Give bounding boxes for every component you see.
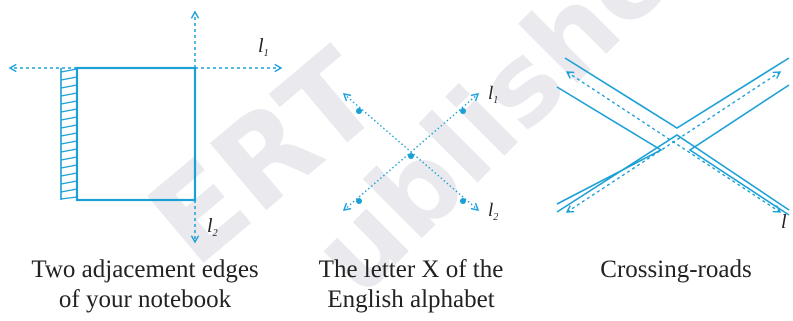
caption-crossing-roads: Crossing-roads	[580, 255, 772, 285]
caption-letter-x-line-1: The letter X of the	[318, 256, 504, 283]
caption-notebook: Two adjacement edges of your notebook	[0, 255, 290, 315]
road-centre-line-2	[565, 71, 782, 213]
notebook-figure	[8, 10, 283, 244]
crossing-roads-label-l: l	[781, 211, 787, 233]
road-edge-right	[688, 84, 790, 216]
notebook-outline	[75, 66, 197, 202]
crossing-roads-figure	[556, 57, 790, 216]
caption-letter-x: The letter X of the English alphabet	[300, 255, 522, 315]
letter-x-line-l2	[342, 93, 480, 211]
notebook-binding-hatch	[60, 68, 78, 200]
letter-x-points	[356, 108, 466, 204]
caption-letter-x-line-2: English alphabet	[327, 286, 495, 313]
letter-x-label-l2: l2	[488, 200, 498, 223]
road-edge-bottom	[556, 134, 790, 213]
notebook-label-l2: l2	[207, 215, 218, 239]
caption-notebook-line-2: of your notebook	[58, 286, 232, 313]
letter-x-figure	[342, 93, 480, 211]
caption-notebook-line-1: Two adjacement edges	[31, 256, 259, 283]
letter-x-label-l1: l1	[488, 83, 498, 106]
notebook-label-l1: l1	[258, 35, 269, 59]
caption-crossing-roads-line-1: Crossing-roads	[600, 256, 752, 283]
